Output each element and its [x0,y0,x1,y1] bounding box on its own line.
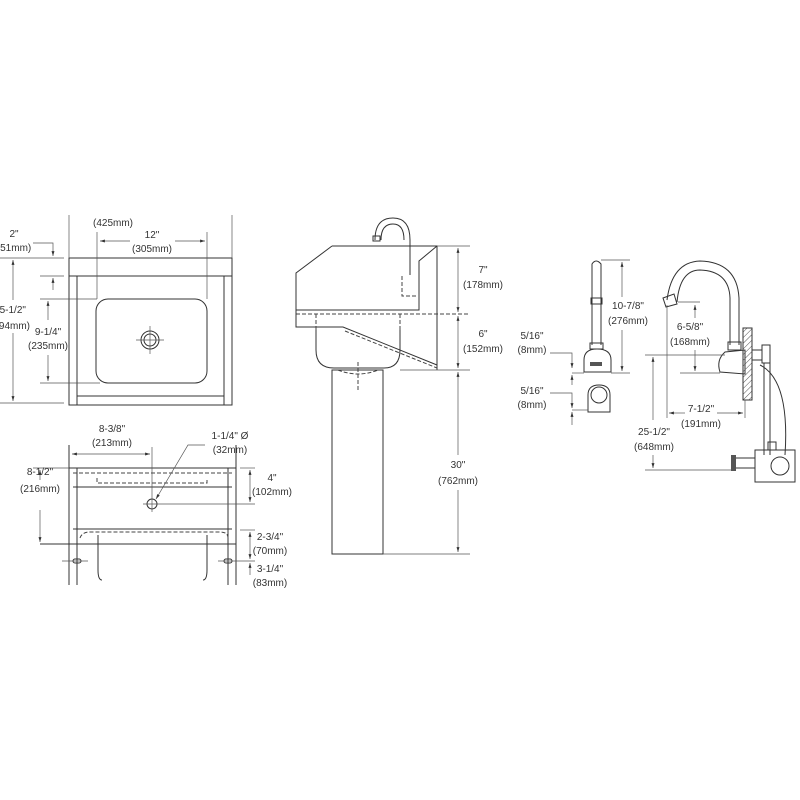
dim-drain-offset: 8-3/8" [99,424,126,435]
dim-bowl-depth: 9-1/4" [35,327,62,338]
dim-faucet-height: 10-7/8" [612,301,644,312]
drain-hole-icon [143,447,255,512]
dim-bowl-depth-mm: (235mm) [28,341,68,352]
dim-pedestal: 30" [451,460,466,471]
dim-reach-mm: (191mm) [681,419,721,430]
sensor-body [583,348,612,373]
dim-lower-mm: (70mm) [253,546,287,557]
dim-depth: 15-1/2" [0,305,26,316]
dim-spout-height-mm: (168mm) [670,337,710,348]
dim-depth-mm: (394mm) [0,321,30,332]
faucet-body [718,349,746,375]
dim-drain-offset-mm: (213mm) [92,438,132,449]
dim-backsplash: 7" [478,265,488,276]
dim-front-height: 8-1/2" [27,467,54,478]
dim-sensor-a-mm: (8mm) [518,345,547,356]
dim-rim-mm: (51mm) [0,243,31,254]
dim-sensor-b: 5/16" [520,386,543,397]
gooseneck-spout [666,260,740,345]
side-view: 7" (178mm) 6" (152mm) 30" (762mm) [295,217,503,555]
dim-leg: 3-1/4" [257,564,284,575]
dim-front-height-mm: (216mm) [20,484,60,495]
dim-drain-height-mm: (102mm) [252,487,292,498]
dim-backsplash-mm: (178mm) [463,280,503,291]
dim-spout-height: 6-5/8" [677,322,704,333]
dim-sensor-b-mm: (8mm) [518,400,547,411]
dim-overall-width-mm: (425mm) [93,218,133,229]
pedestal [331,369,384,555]
dim-leg-mm: (83mm) [253,578,287,589]
dim-faucet-height-mm: (276mm) [608,316,648,327]
mixing-valve [731,441,796,483]
dim-mount-height-mm: (648mm) [634,442,674,453]
dim-bowl-width: 12" [145,230,160,241]
dim-reach: 7-1/2" [688,404,715,415]
front-view: 8-3/8" (213mm) 1-1/4" Ø (32mm) 8-1/2" (2… [20,424,292,589]
dim-sensor-a: 5/16" [520,331,543,342]
faucet-spout [374,217,411,275]
dim-bowl-height: 6" [478,329,488,340]
dim-lower: 2-3/4" [257,532,284,543]
dim-bowl-width-mm: (305mm) [132,244,172,255]
dim-rim: 2" [9,229,19,240]
dim-drain-height: 4" [267,473,277,484]
dim-bowl-height-mm: (152mm) [463,344,503,355]
wall [742,327,753,401]
basin [95,298,208,384]
drain-icon [136,326,164,354]
faucet-front-view: 10-7/8" (276mm) 5/16" (8mm) 5/16" (8mm) [518,259,648,425]
sensor-plate [587,384,611,413]
dim-mount-height: 25-1/2" [638,427,670,438]
dim-drain-diameter-mm: (32mm) [213,445,247,456]
top-view: (425mm) 12" (305mm) 2" (51mm) 15-1/2" (3… [0,215,233,406]
dim-drain-diameter: 1-1/4" Ø [212,431,249,442]
dim-pedestal-mm: (762mm) [438,476,478,487]
faucet-side-view: 6-5/8" (168mm) 7-1/2" (191mm) 25-1/2" (6… [634,260,796,483]
